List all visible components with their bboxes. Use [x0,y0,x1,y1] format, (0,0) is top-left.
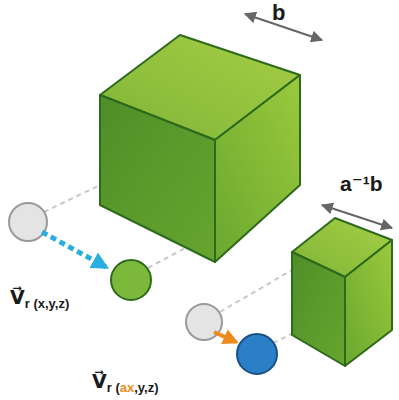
velocity-arrow [214,332,236,342]
scaled-position [237,334,277,374]
vector-symbol: V⃗ [10,287,25,308]
dimension-label: b [272,0,285,25]
label-group: a⁻¹b [340,172,383,196]
vector-subscript: r (x,y,z) [25,296,70,311]
small-cube [292,218,392,366]
dimension-arrow [322,205,392,228]
vector-subscript: ,y,z) [134,380,158,395]
moved-position [111,260,151,300]
vector-subscript: ax [120,380,134,395]
dimension-label: a⁻¹b [340,172,383,195]
vector-subscript: r ( [107,380,120,395]
label-group: V⃗r (ax,y,z) [92,370,159,395]
label-group: V⃗r (x,y,z) [10,286,69,311]
large-cube [100,35,300,262]
original-position [9,203,47,241]
vector-symbol: V⃗ [92,371,107,392]
label-group: b [272,0,285,26]
velocity-arrow [42,232,106,267]
